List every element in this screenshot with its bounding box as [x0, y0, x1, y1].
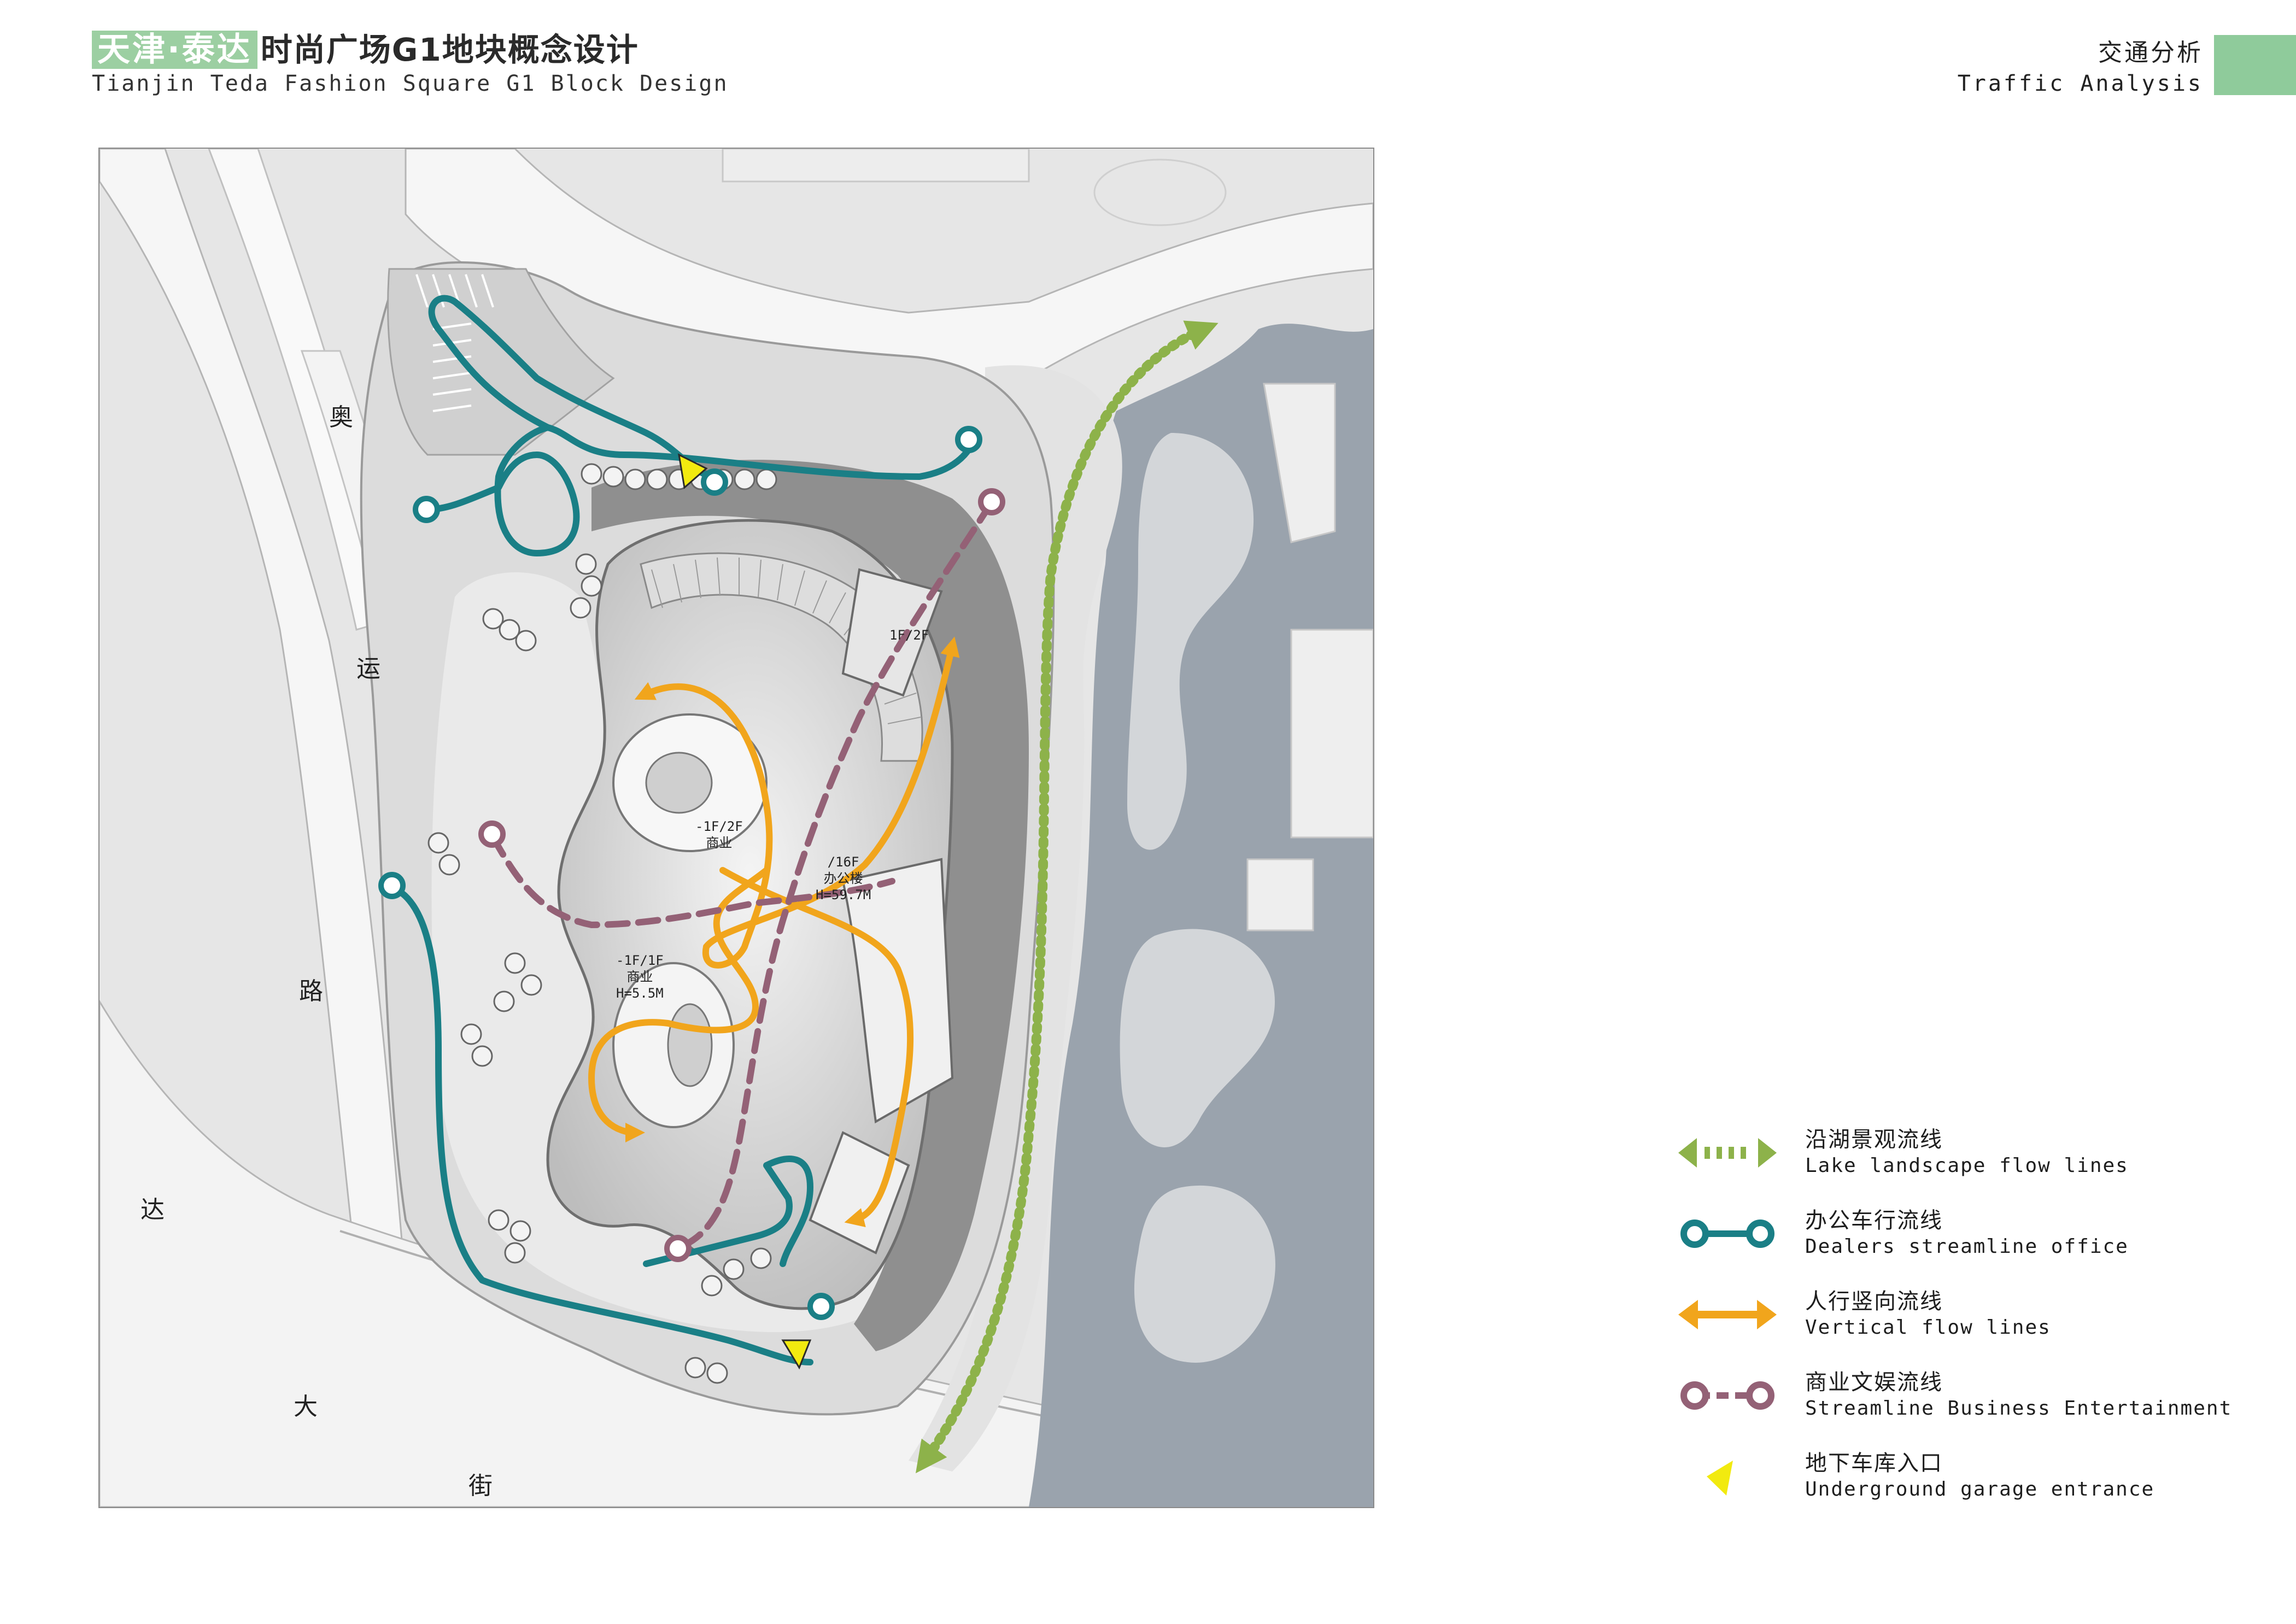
road-label-dadajie-2: 大	[294, 1393, 318, 1421]
orange-double-arrow-icon	[1678, 1300, 1777, 1329]
road-label-dadajie-1: 达	[140, 1196, 165, 1224]
business-entertainment-flow-lines	[490, 501, 994, 1251]
legend-item-lake-landscape: 沿湖景观流线 Lake landscape flow lines	[1678, 1126, 2252, 1207]
east-block-3	[1246, 858, 1314, 931]
road-label-aoyun-1: 奥	[329, 403, 353, 431]
legend-cn-office-vehicle: 办公车行流线	[1805, 1208, 1943, 1233]
section-title: 交通分析	[2098, 39, 2203, 67]
legend: 沿湖景观流线 Lake landscape flow lines 办公车行流线 …	[1678, 1126, 2252, 1531]
legend-cn-vertical-flow: 人行竖向流线	[1805, 1289, 1943, 1314]
business-entertainment-endpoints	[478, 488, 1005, 1262]
east-block-1	[1263, 383, 1336, 543]
tree-clusters	[427, 463, 777, 1384]
office-vehicle-endpoints	[378, 426, 982, 1320]
garage-entrance-north-icon	[678, 453, 708, 489]
atrium-lower-void	[667, 1003, 713, 1087]
green-dotted-double-arrow-icon	[1678, 1138, 1777, 1168]
legend-cn-garage-entrance: 地下车库入口	[1805, 1451, 1943, 1476]
legend-item-office-vehicle: 办公车行流线 Dealers streamline office	[1678, 1207, 2252, 1288]
building-label-south-commerce: -1F/1F 商业 H=5.5M	[616, 953, 664, 1001]
road-label-aoyun-2: 运	[356, 655, 380, 683]
north-roundabout	[1093, 159, 1227, 226]
mauve-dashed-ring-line-icon	[1680, 1381, 1774, 1410]
legend-en-garage-entrance: Underground garage entrance	[1805, 1478, 2155, 1500]
east-block-2	[1290, 629, 1373, 839]
road-label-dadajie-3: 街	[468, 1472, 493, 1500]
legend-en-business-entertainment: Streamline Business Entertainment	[1805, 1397, 2233, 1420]
site-plan-map: 奥 运 路 达 大 街 1F/2F -1F/2F 商业 /16F 办公楼 H=5…	[98, 148, 1374, 1508]
south-pavilion	[809, 1131, 910, 1254]
section-title-block: 交通分析 Traffic Analysis	[1958, 33, 2203, 96]
project-title: 时尚广场G1地块概念设计	[260, 31, 639, 68]
yellow-triangle-icon	[1707, 1461, 1733, 1496]
legend-en-vertical-flow: Vertical flow lines	[1805, 1316, 2051, 1339]
teal-ring-line-icon	[1680, 1220, 1774, 1248]
legend-en-office-vehicle: Dealers streamline office	[1805, 1235, 2129, 1258]
project-title-english: Tianjin Teda Fashion Square G1 Block Des…	[92, 71, 729, 96]
north-plot	[722, 149, 1030, 183]
legend-item-vertical-flow: 人行竖向流线 Vertical flow lines	[1678, 1288, 2252, 1369]
legend-cn-lake-landscape: 沿湖景观流线	[1805, 1127, 1943, 1152]
legend-item-business-entertainment: 商业文娱流线 Streamline Business Entertainment	[1678, 1369, 2252, 1450]
building-label-commerce: -1F/2F 商业	[695, 819, 743, 851]
title-row: 天津·泰达 时尚广场G1地块概念设计	[92, 27, 729, 69]
building-label-north: 1F/2F	[889, 628, 929, 643]
legend-en-lake-landscape: Lake landscape flow lines	[1805, 1154, 2129, 1177]
header-title-block: 天津·泰达 时尚广场G1地块概念设计 Tianjin Teda Fashion …	[92, 27, 729, 96]
office-vehicle-flow-lines	[386, 295, 977, 1365]
legend-item-garage-entrance: 地下车库入口 Underground garage entrance	[1678, 1450, 2252, 1531]
building-label-office: /16F 办公楼 H=59.7M	[816, 854, 871, 902]
road-label-aoyun-3: 路	[299, 977, 323, 1005]
section-title-english: Traffic Analysis	[1957, 71, 2203, 96]
lake-landscape-flow-line	[915, 320, 1219, 1474]
north-parking	[387, 268, 615, 456]
garage-entrance-south-icon	[781, 1339, 812, 1370]
site-plan-drawing	[99, 149, 1373, 1507]
project-tag: 天津·泰达	[92, 31, 257, 69]
corner-accent-block	[2214, 35, 2296, 95]
atrium-void	[645, 752, 713, 814]
legend-cn-business-entertainment: 商业文娱流线	[1805, 1370, 1943, 1395]
vertical-pedestrian-flow-lines	[588, 636, 960, 1228]
